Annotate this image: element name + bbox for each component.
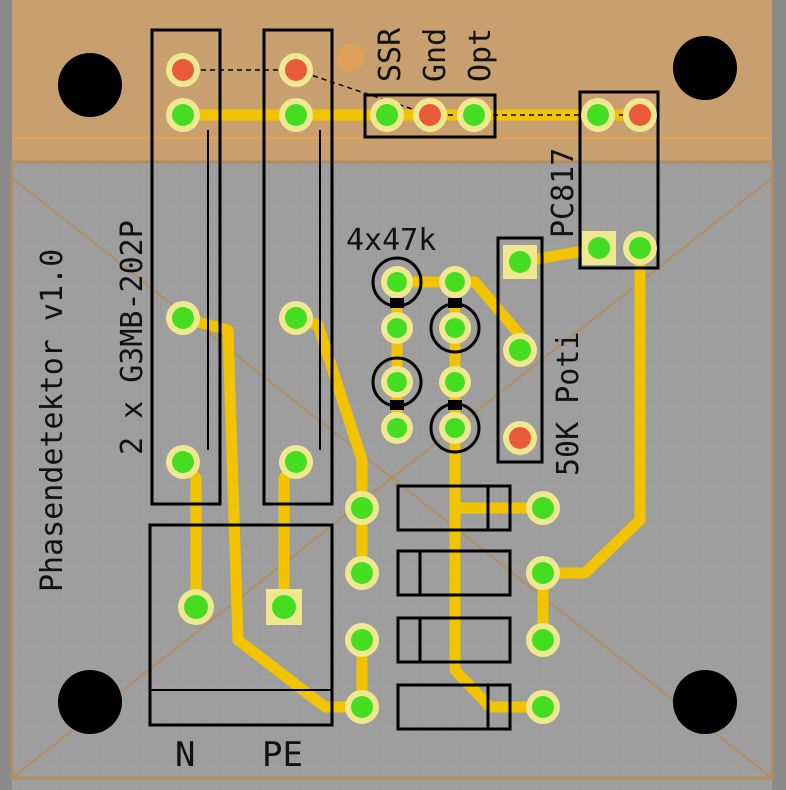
- pad-header-ssr: [370, 98, 404, 132]
- pad-opto-bottom-left: [582, 231, 616, 265]
- header-outline: [363, 93, 497, 139]
- pad-diode-1-left: [345, 491, 379, 525]
- pad-resistor-1a: [381, 266, 413, 298]
- diode-4-outline: [396, 683, 512, 731]
- mount-hole-bottom-left: [58, 670, 122, 734]
- pad-diode-1-right: [526, 491, 560, 525]
- pad-terminal-n: [178, 589, 214, 625]
- pad-relay1-3: [166, 301, 200, 335]
- fiducial: [336, 44, 364, 72]
- pad-diode-2-left: [345, 556, 379, 590]
- pad-resistor-2b: [439, 312, 471, 344]
- resistor-1-outline: [371, 256, 423, 308]
- mount-hole-top-right: [673, 36, 737, 100]
- top-copper-zone: [12, 0, 772, 162]
- pad-poti-top: [503, 245, 537, 279]
- trace-relay1-mid: [177, 312, 371, 713]
- pad-resistor-2a: [439, 266, 471, 298]
- silkscreen: [148, 28, 660, 731]
- header-label-gnd: Gnd: [418, 28, 453, 82]
- relay-1-outline: [150, 28, 222, 506]
- pad-relay2-4: [279, 445, 313, 479]
- relay-label: 2 x G3MB-202P: [115, 220, 150, 455]
- diode-1-outline: [396, 484, 512, 532]
- pad-opto-bottom-right: [623, 231, 657, 265]
- pads: [166, 53, 657, 724]
- pad-header-opt: [457, 98, 491, 132]
- trace-opto-out: [537, 242, 646, 579]
- pad-relay1-top: [166, 53, 200, 87]
- pad-diode-2-right: [526, 556, 560, 590]
- pad-poti-middle: [503, 333, 537, 367]
- mount-hole-bottom-right: [673, 670, 737, 734]
- pad-resistor-4b: [439, 412, 471, 444]
- pad-header-gnd: [413, 98, 447, 132]
- header-label-opt: Opt: [463, 28, 498, 82]
- terminal-block-outline: [148, 523, 334, 727]
- diode-3-outline: [396, 616, 512, 664]
- pad-relay2-top: [279, 53, 313, 87]
- opto-outline: [578, 90, 660, 270]
- pad-resistor-3a: [381, 366, 413, 398]
- pad-resistor-1b: [381, 312, 413, 344]
- pad-opto-top-right: [623, 98, 657, 132]
- trace-resistor-to-diode: [449, 422, 549, 713]
- terminal-label-pe: PE: [262, 735, 303, 775]
- board-outline: [10, 160, 774, 780]
- resistor-3-outline: [371, 356, 423, 408]
- pad-resistor-4a: [439, 366, 471, 398]
- pad-poti-bottom: [503, 421, 537, 455]
- pad-diode-3-right: [526, 623, 560, 657]
- pad-relay2-3: [279, 301, 313, 335]
- pad-diode-4-left: [345, 690, 379, 724]
- poti-label: 50K Poti: [551, 332, 586, 477]
- pad-diode-3-left: [345, 623, 379, 657]
- pad-relay1-2: [166, 98, 200, 132]
- pad-resistor-3b: [381, 412, 413, 444]
- terminal-label-n: N: [175, 735, 195, 775]
- resistor-4-outline: [429, 402, 481, 454]
- pad-terminal-pe: [266, 589, 302, 625]
- mount-hole-top-left: [58, 53, 122, 117]
- poti-outline: [496, 236, 544, 464]
- header-label-ssr: SSR: [373, 27, 408, 82]
- resistor-2-outline: [429, 302, 481, 354]
- opto-label: PC817: [546, 148, 581, 238]
- board-title: Phasendetektor v1.0: [35, 249, 70, 592]
- resistor-label: 4x47k: [346, 223, 436, 258]
- diode-2-outline: [396, 549, 512, 597]
- pad-opto-top-left: [581, 98, 615, 132]
- pad-relay2-2: [279, 98, 313, 132]
- pad-diode-4-right: [526, 690, 560, 724]
- pad-relay1-4: [166, 445, 200, 479]
- relay-2-outline: [262, 28, 334, 506]
